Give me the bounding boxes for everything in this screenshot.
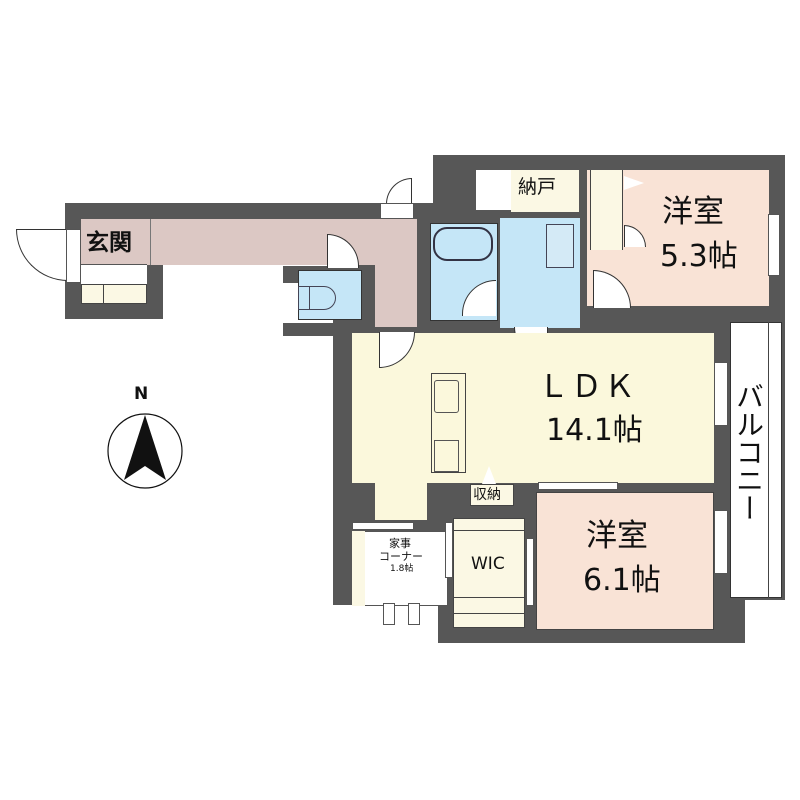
shoe-cabinet-divider (103, 284, 104, 304)
bathtub-icon (433, 227, 493, 261)
housework-corner-label-1: 家事 (389, 537, 411, 550)
western-room-1-window (768, 214, 780, 276)
hallway-floor (151, 219, 417, 265)
wic-shelf-3 (453, 613, 525, 614)
wic-shelf-2 (453, 597, 525, 598)
wall-left-cut3 (283, 336, 333, 646)
front-door-frame (66, 229, 81, 283)
western-room-2-label: 洋室 (586, 518, 648, 554)
front-door[interactable] (16, 229, 68, 281)
balcony-rail (768, 322, 769, 598)
closet-door-icon (624, 176, 644, 190)
ldk-room (352, 333, 714, 483)
housework-corner-shelf (352, 531, 365, 606)
entrance-floor (81, 219, 151, 265)
western-room-2 (536, 492, 714, 630)
walk-in-closet (453, 518, 525, 628)
entrance-label: 玄関 (86, 230, 132, 256)
wall-bottom-notch-2 (745, 600, 800, 645)
ldk-balcony-window (714, 362, 728, 426)
hall-exterior-door-frame (380, 203, 414, 219)
nando-closet-white (476, 170, 511, 210)
ldk-lower-left (375, 480, 427, 520)
storage-door-icon (482, 466, 496, 484)
nando-room (511, 170, 579, 212)
compass: N (104, 384, 184, 489)
wall-top-left-cut (333, 155, 433, 203)
balcony-label: バルコニー (732, 382, 765, 522)
wic-label: WIC (471, 554, 505, 574)
compass-north-label: N (134, 384, 149, 404)
kitchen-sink-icon (434, 380, 459, 413)
stove-icon (434, 440, 459, 472)
hallway-floor-vertical (375, 219, 417, 327)
ldk-size: 14.1帖 (546, 413, 643, 448)
wic-door[interactable] (445, 522, 453, 578)
north-arrow-icon (107, 413, 183, 489)
western-room-2-window (714, 510, 728, 574)
balcony (730, 322, 782, 598)
shoe-cabinet-doors (81, 264, 147, 284)
housework-corner-door-1[interactable] (383, 603, 395, 625)
nando-label: 納戸 (518, 176, 557, 198)
ldk-label: ＬＤＫ (538, 369, 637, 405)
western-room-1-closet (590, 170, 623, 250)
western-room-1-label: 洋室 (662, 194, 724, 230)
toilet-tank-icon (298, 286, 310, 310)
storage-shuno-label: 収納 (473, 487, 501, 503)
western-room-2-size: 6.1帖 (583, 563, 661, 598)
kitchen-counter (431, 373, 466, 473)
housework-corner-door-2[interactable] (408, 603, 420, 625)
wic-shelf-1 (453, 530, 525, 531)
western-room-1-size: 5.3帖 (660, 239, 738, 274)
housework-corner-sliding-door[interactable] (352, 522, 414, 530)
washbasin-icon (546, 224, 574, 268)
western-room-2-wic-door[interactable] (526, 538, 534, 606)
housework-corner-size: 1.8帖 (390, 564, 414, 574)
storage-shuno (470, 484, 514, 506)
shoe-cabinet (81, 284, 147, 304)
western-room-2-sliding-door[interactable] (538, 482, 618, 490)
housework-corner-label-2: コーナー (379, 550, 423, 563)
